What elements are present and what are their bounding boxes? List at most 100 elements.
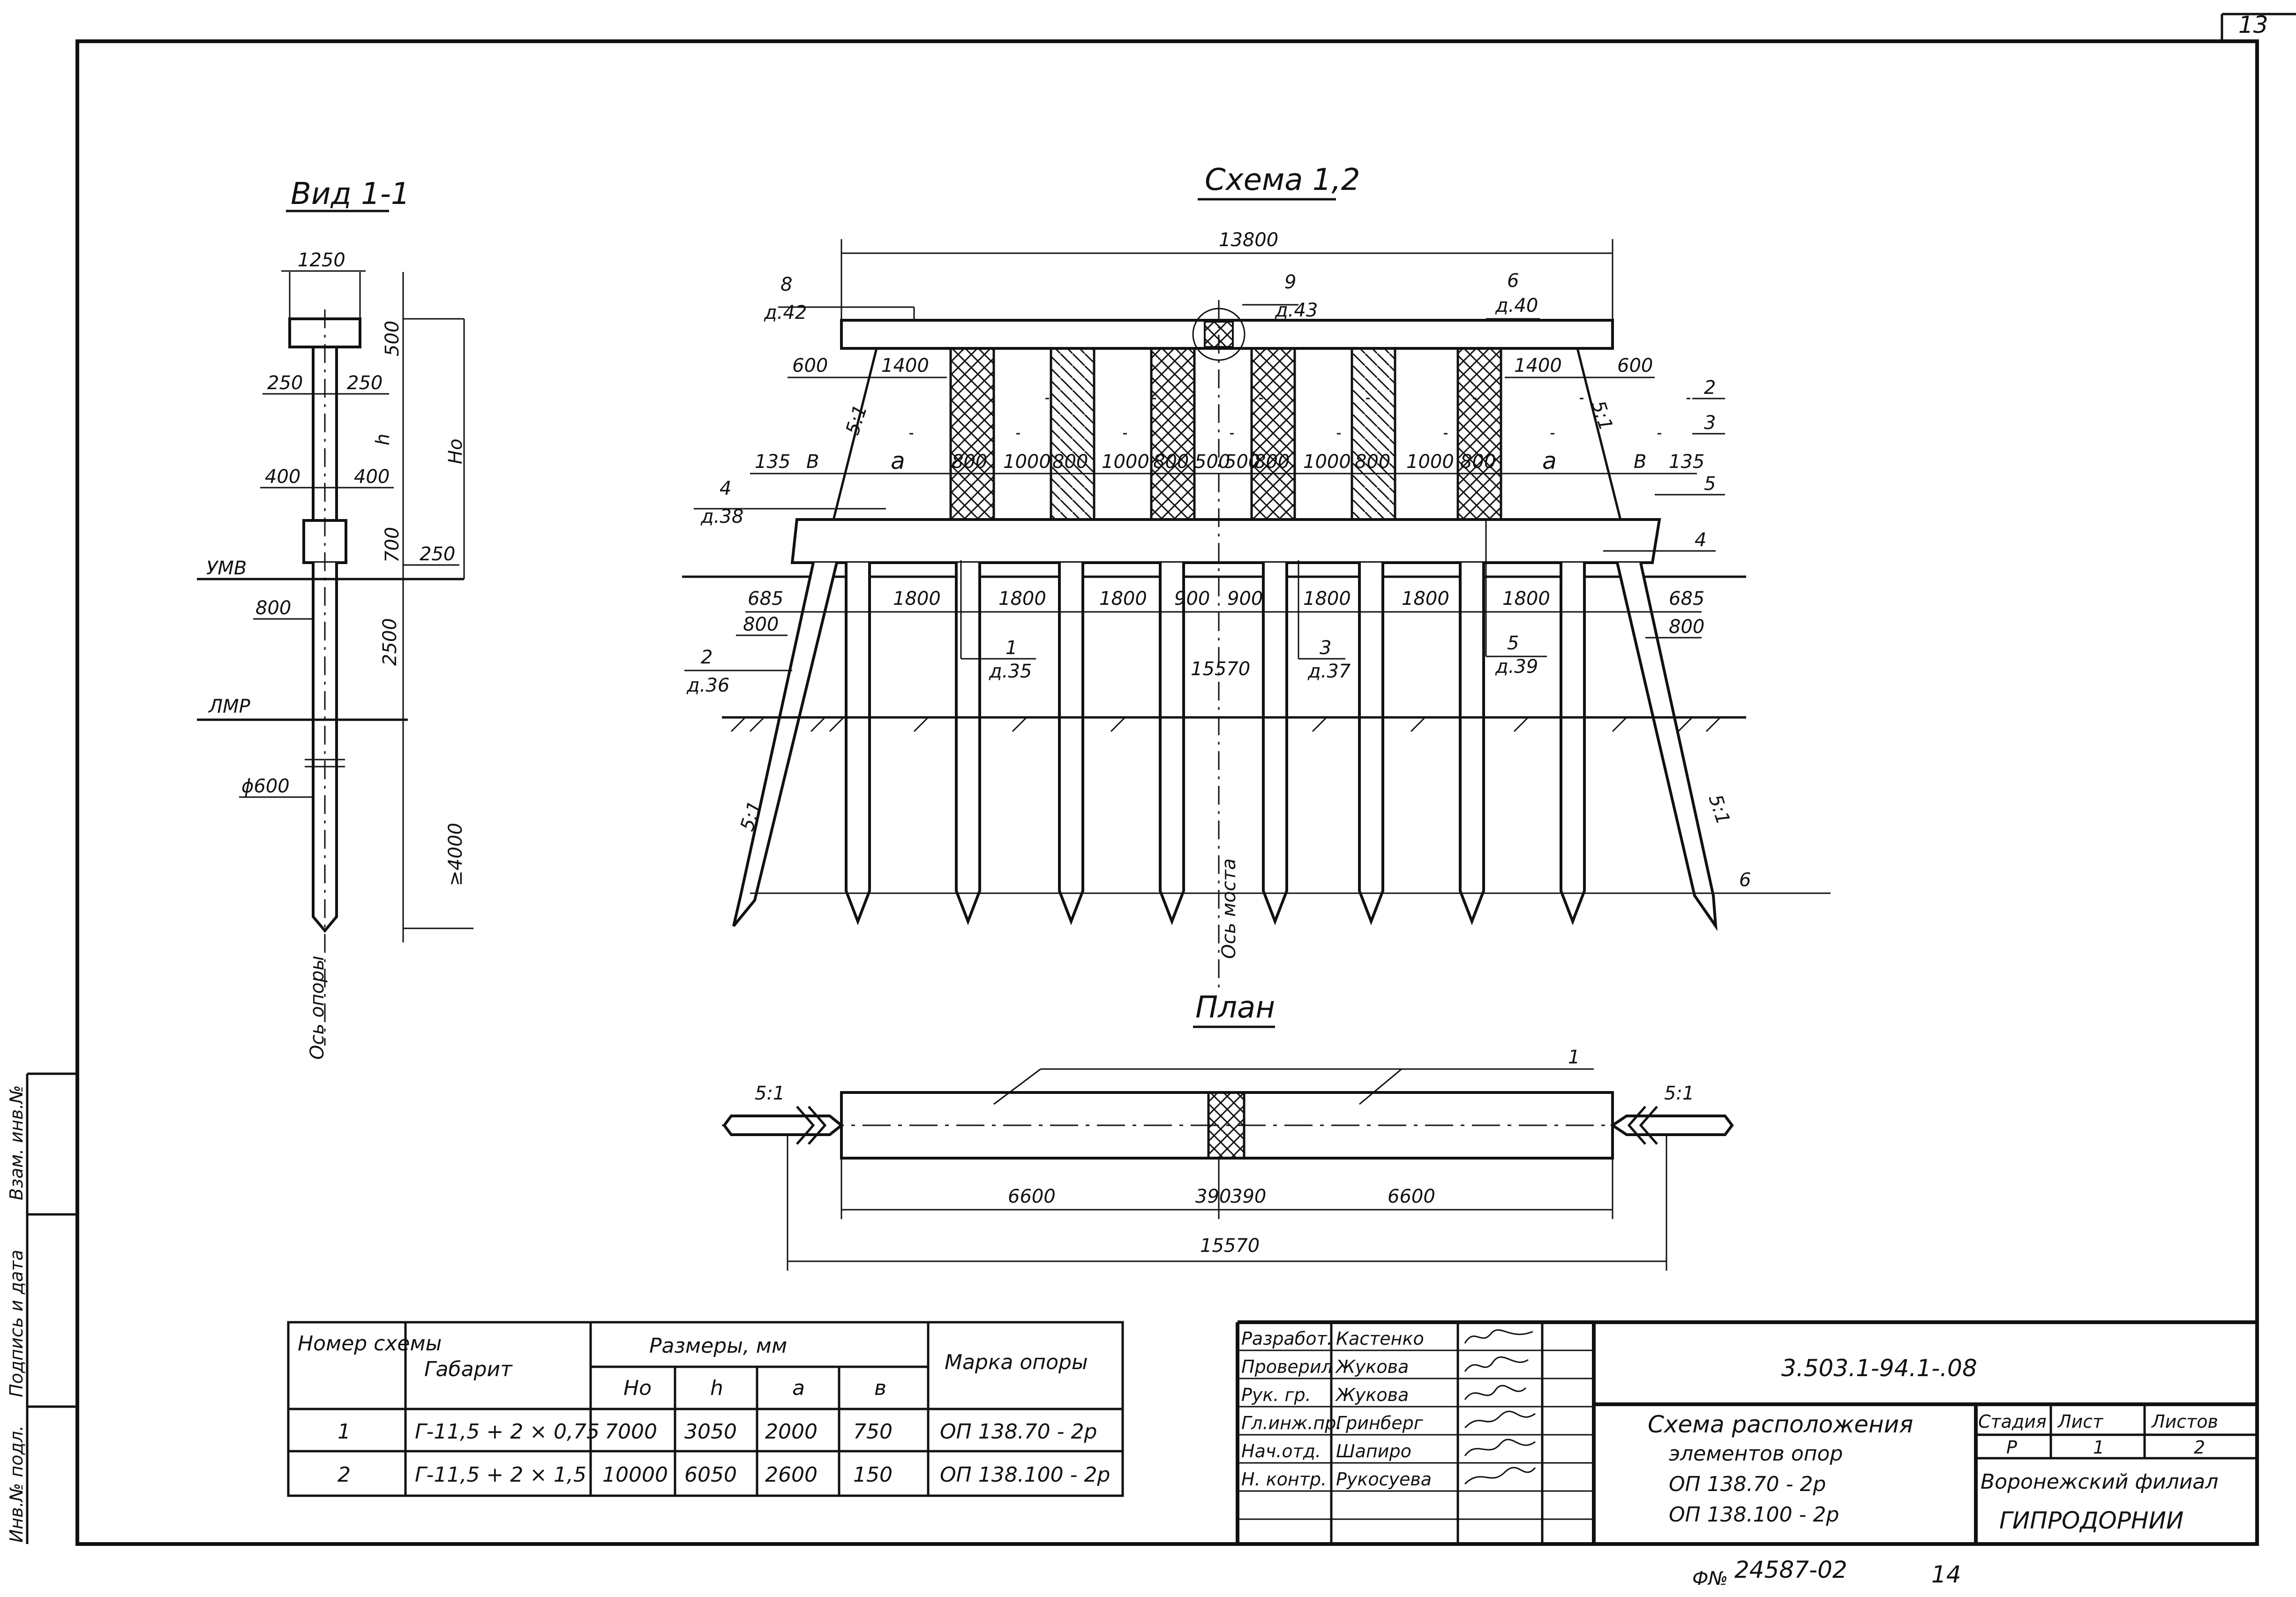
v1-phi600: ϕ600 (241, 776, 290, 797)
stamp-org-1: Воронежский филиал (1981, 1470, 2218, 1494)
cap-dim-4: 800 (1153, 451, 1189, 473)
cap-dim-8: 1000 (1303, 451, 1351, 473)
plan-dim-390b: 390 (1231, 1186, 1266, 1207)
cap-dim-9: 800 (1355, 451, 1390, 473)
stamp-name-2: Жукова (1335, 1385, 1409, 1405)
v1-dim-400a: 400 (265, 466, 300, 488)
stamp-v-stadia: Р (2006, 1437, 2017, 1458)
lbl-5r: 5 (1704, 473, 1716, 495)
raked-pile-left (732, 562, 838, 927)
v1-dim-2500: 2500 (379, 618, 401, 666)
lbl-2r: 2 (1704, 377, 1716, 399)
stamp-name-0: Кастенко (1336, 1328, 1424, 1349)
tbl-h-ho: Hо (623, 1376, 652, 1400)
page-number: 13 (2238, 11, 2268, 38)
plan-label-1: 1 (1568, 1047, 1580, 1068)
pile-dim-5: 1800 (1303, 588, 1351, 610)
lbl-1400a: 1400 (881, 355, 929, 377)
stamp-title-3: ОП 138.70 - 2р (1669, 1472, 1826, 1496)
plan-slope-r: 5:1 (1664, 1083, 1694, 1104)
lbl-d38: д.38 (700, 506, 743, 527)
svg-text:2: 2 (338, 1463, 351, 1487)
strip-vzam: Взам. инв.№ (6, 1085, 27, 1200)
title-block: Разработ. Проверил Рук. гр. Гл.инж.пр. Н… (1236, 1320, 2257, 1544)
lbl-d37: д.37 (1307, 661, 1351, 682)
plan-title: План (1195, 990, 1275, 1025)
plan-dim-15570: 15570 (1200, 1235, 1260, 1257)
lbl-3r: 3 (1704, 412, 1716, 434)
footer-number: Ф№ 24587-02 14 (1692, 1556, 1961, 1589)
v1-axis-label: Ось опоры (307, 956, 328, 1060)
plan-slope-l: 5:1 (755, 1083, 785, 1104)
plan-view: План 5:1 5:1 1 6600 390 390 6600 15570 (722, 990, 1734, 1271)
stamp-name-3: Гринберг (1336, 1413, 1424, 1433)
stamp-role-3: Гл.инж.пр. (1241, 1413, 1342, 1433)
cap-dim-7: 800 (1254, 451, 1290, 473)
tbl-h-razmery: Размеры, мм (649, 1334, 787, 1358)
lbl-8: 8 (780, 274, 792, 295)
pile-dim-2: 1800 (1099, 588, 1147, 610)
stamp-role-4: Нач.отд. (1241, 1441, 1321, 1461)
lbl-600b: 600 (1617, 355, 1653, 377)
strip-inv-podl: Инв.№ подл. (6, 1425, 27, 1543)
cap-dim-6: 500 (1224, 451, 1260, 473)
plan-dim-6600b: 6600 (1388, 1186, 1435, 1207)
v1-dim-ge4000: ≥4000 (445, 823, 466, 886)
stamp-role-2: Рук. гр. (1241, 1385, 1311, 1405)
stamp-title-2: элементов опор (1669, 1442, 1843, 1466)
raked-pile-right (1616, 562, 1718, 931)
scheme-1-2: Схема 1,2 13800 (682, 163, 1831, 989)
stamp-title-4: ОП 138.100 - 2р (1669, 1503, 1839, 1527)
lbl-d39: д.39 (1495, 656, 1538, 678)
plan-dim-6600a: 6600 (1008, 1186, 1056, 1207)
sheet-frame: 13 (75, 11, 2296, 1546)
lbl-4l: 4 (720, 478, 731, 499)
stamp-name-5: Рукосуева (1336, 1469, 1432, 1490)
lbl-135b: 135 (1669, 451, 1704, 473)
stamp-role-0: Разработ. (1241, 1328, 1333, 1349)
lbl-a2: а (1542, 447, 1557, 475)
stamp-h-list: Лист (2057, 1411, 2104, 1432)
pile-dim-6: 1800 (1402, 588, 1449, 610)
stamp-role-1: Проверил (1241, 1356, 1333, 1377)
lbl-1: 1 (1005, 637, 1017, 659)
pile-dim-1: 1800 (998, 588, 1046, 610)
svg-text:ОП 138.70 - 2р: ОП 138.70 - 2р (940, 1420, 1097, 1444)
dimension-table: Номер схемы Габарит Размеры, мм Hо h а в… (287, 1321, 1124, 1497)
lbl-2l: 2 (701, 647, 713, 668)
svg-text:Г-11,5 + 2 × 1,5: Г-11,5 + 2 × 1,5 (415, 1463, 586, 1487)
cap-dim-0: 800 (952, 451, 987, 473)
v1-dim-h: h (372, 434, 394, 445)
v1-dim-500: 500 (382, 321, 403, 356)
pile-dim-4: 900 (1227, 588, 1263, 610)
lbl-800b: 800 (1669, 616, 1704, 638)
vertical-piles (845, 563, 1586, 926)
pile-dim-0: 1800 (893, 588, 941, 610)
lbl-6a: 6 (1507, 270, 1519, 292)
lbl-d35: д.35 (989, 661, 1032, 682)
svg-text:3050: 3050 (684, 1420, 737, 1444)
stamp-v-listov: 2 (2194, 1437, 2205, 1458)
lbl-b1: В (806, 451, 819, 473)
tbl-h-b: в (874, 1376, 886, 1400)
plan-dim-390a: 390 (1195, 1186, 1231, 1207)
lbl-685b: 685 (1669, 588, 1704, 610)
svg-text:7000: 7000 (605, 1420, 657, 1444)
lbl-b2: В (1634, 451, 1646, 473)
v1-dim-250b: 250 (347, 372, 383, 394)
lbl-15570: 15570 (1191, 658, 1250, 680)
lbl-slope-r: 5:1 (1587, 398, 1617, 433)
stamp-name-1: Жукова (1335, 1356, 1409, 1377)
side-strip: Взам. инв.№ Подпись и дата Инв.№ подл. (6, 1072, 77, 1544)
svg-text:10000: 10000 (602, 1463, 668, 1487)
cap-dim-5: 500 (1194, 451, 1230, 473)
pile-dim-3: 900 (1174, 588, 1210, 610)
stamp-name-4: Шапиро (1336, 1441, 1411, 1461)
lbl-600a: 600 (792, 355, 828, 377)
v1-dim-1250: 1250 (298, 249, 345, 271)
lbl-135a: 135 (755, 451, 790, 473)
view-1-1: Вид 1-1 1250 500 250 250 h Hо 400 400 70… (197, 177, 473, 1060)
v1-dim-250c: 250 (420, 543, 455, 565)
dim-13800: 13800 (1219, 229, 1278, 251)
lbl-6b: 6 (1739, 869, 1751, 891)
